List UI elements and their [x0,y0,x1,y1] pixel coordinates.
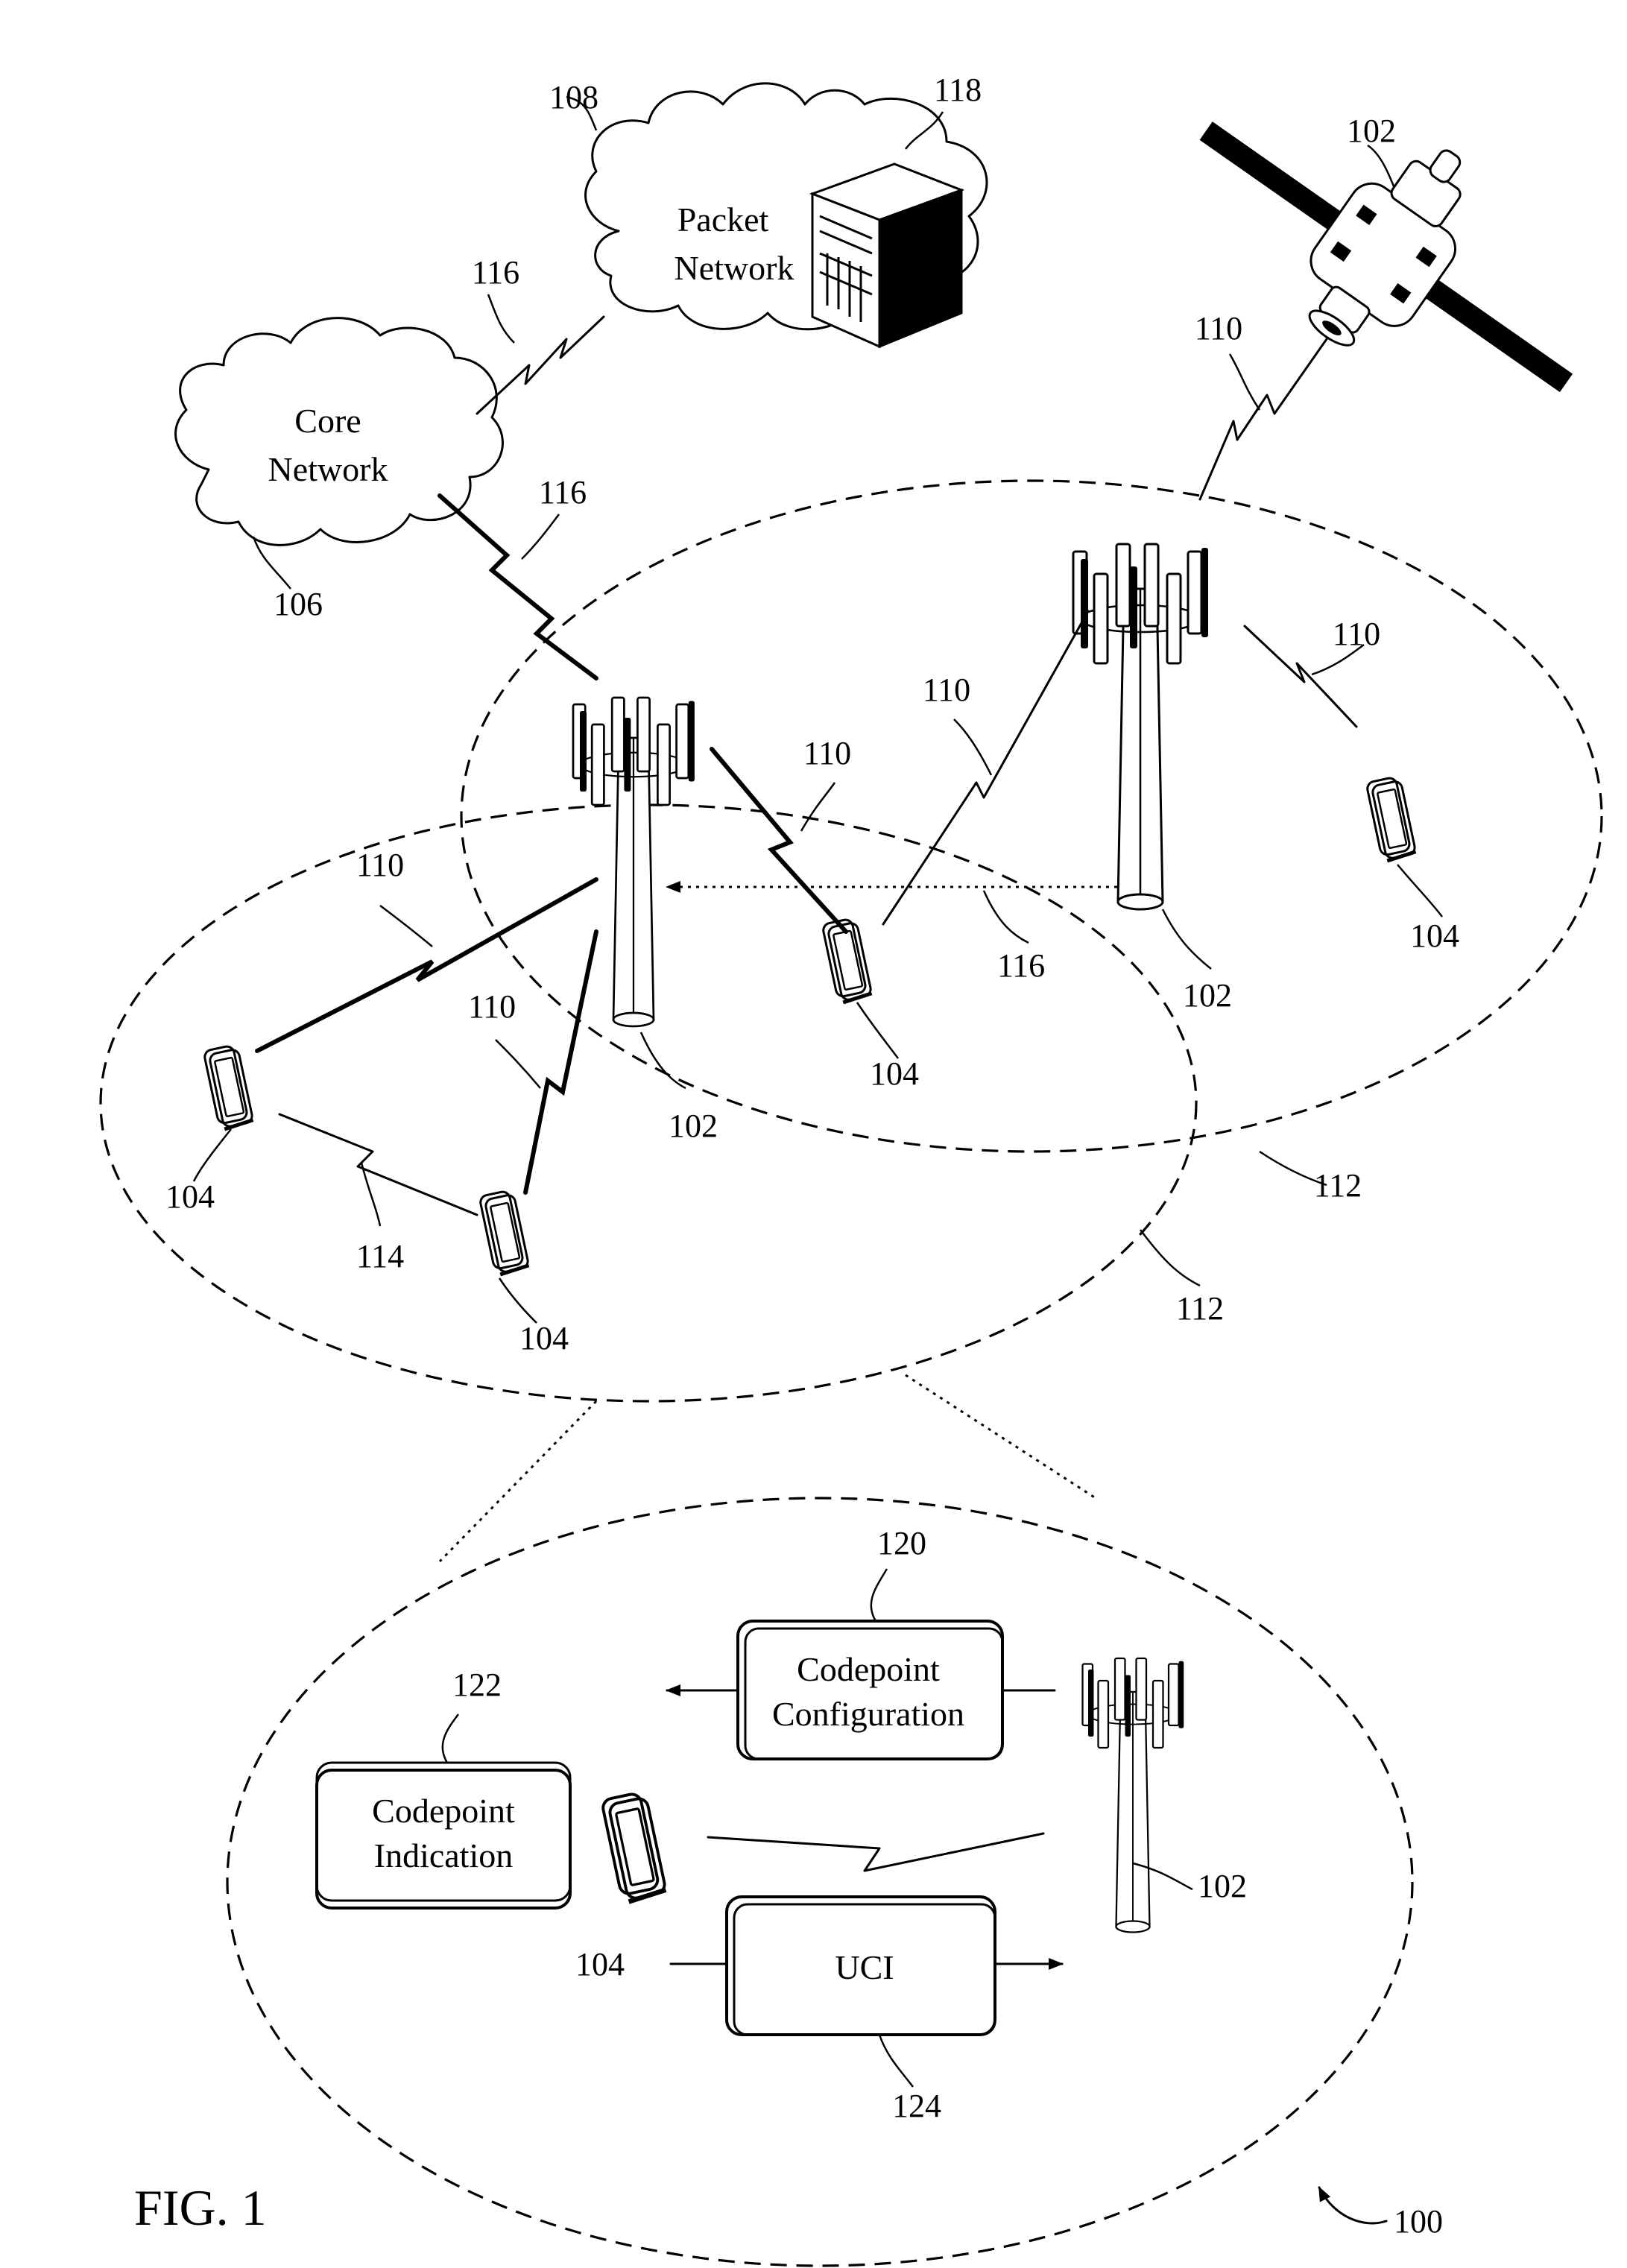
zoom-line-left [438,1400,598,1563]
leader-112-right [1259,1150,1327,1187]
codepoint-indication-line2: Indication [374,1836,514,1874]
ref-104-bottom: 104 [519,1320,569,1356]
ref-112-left: 112 [1176,1290,1224,1327]
sat-link [1198,338,1328,501]
zoom-line-right [905,1374,1096,1500]
ref-110-bottom: 110 [468,988,516,1025]
codepoint-indication-line1: Codepoint [372,1792,515,1830]
ref-118: 118 [934,72,982,108]
ref-110-center-right: 110 [923,672,970,708]
leader-104-right [1397,864,1443,917]
packet-network-cloud: Packet Network [584,82,988,331]
uci-box: UCI [725,1895,996,2036]
backhaul-core-bs [437,493,598,680]
ref-104-center: 104 [870,1055,919,1092]
coverage-area-right [460,479,1603,1153]
leader-110-bottom [495,1039,541,1089]
ref-102-right: 102 [1183,977,1232,1014]
leader-116-c [982,890,1029,944]
core-network-label-line2: Network [268,450,388,488]
leader-122 [441,1713,460,1763]
sidelink [278,1113,478,1216]
ref-116-a: 116 [472,254,519,291]
leader-112-left [1140,1229,1201,1287]
ref-108: 108 [549,79,598,116]
leader-102-left [639,1032,686,1090]
ref-104-right: 104 [1410,917,1459,954]
ue-left [203,1044,253,1130]
packet-network-label-line2: Network [675,249,794,287]
figure-caption: FIG. 1 [134,2179,267,2236]
leader-124 [878,2034,914,2088]
leader-116-b [521,514,560,560]
ue-right [1366,776,1416,862]
leader-114 [360,1162,382,1227]
server-icon [809,162,965,349]
satellite-icon [1199,121,1573,393]
leader-120 [870,1568,888,1622]
core-network-label-line1: Core [294,402,361,440]
uci-label: UCI [835,1948,894,1986]
leader-102-right [1161,909,1212,970]
leader-106 [252,536,291,590]
leader-102-zoom [1132,1862,1193,1891]
leader-110-right [1311,643,1365,676]
leader-108 [566,95,598,131]
core-network-cloud: Core Network [174,317,504,546]
ue-zoom [601,1791,667,1903]
ref-110-left: 110 [356,847,404,883]
ref-114: 114 [356,1238,404,1274]
ue-bottom [479,1190,529,1275]
leader-110-left [379,905,433,947]
ref-104-zoom: 104 [575,1946,625,1983]
codepoint-configuration-line2: Configuration [772,1695,964,1733]
codepoint-configuration-line1: Codepoint [797,1650,940,1688]
codepoint-configuration-box: Codepoint Configuration [736,1620,1004,1760]
ref-116-c: 116 [997,947,1045,984]
leader-104-bottom [498,1277,537,1324]
zoom-area [226,1497,1414,2267]
link-bs-left-ue-bottom [523,929,598,1195]
codepoint-indication-box: Codepoint Indication [315,1761,572,1910]
leader-118 [905,111,944,150]
ref-102-left: 102 [669,1108,718,1144]
ref-116-b: 116 [539,474,587,511]
ref-122: 122 [452,1667,502,1703]
ref-100: 100 [1394,2203,1443,2240]
link-bs-left-ue-center [710,747,848,934]
base-station-right [1072,543,1210,911]
packet-network-label-line1: Packet [677,200,769,239]
zoom-link [707,1832,1045,1872]
base-station-zoom [1081,1657,1185,1933]
leader-110-center-right [953,718,993,776]
ref-124: 124 [892,2088,941,2124]
ref-104-left: 104 [165,1178,215,1215]
leader-110-sat [1228,353,1261,411]
ref-120: 120 [877,1525,926,1561]
link-bs-left-ue-left [255,877,598,1053]
ref-110-right: 110 [1333,616,1380,652]
leader-102-sat [1367,144,1395,187]
link-bs-right-ue-right [1243,625,1358,728]
leader-104-left [192,1128,232,1182]
backhaul-packet-core [476,315,605,415]
leader-104-center [856,1002,899,1059]
ref-112-right: 112 [1314,1167,1362,1204]
link-bs-right-ue-center [882,610,1090,926]
ref-100-arrow [1318,2186,1388,2225]
ref-102-sat: 102 [1347,113,1396,149]
leader-110-center-left [800,782,836,832]
base-station-left [572,696,696,1028]
ref-110-center-left: 110 [803,735,851,771]
ref-110-sat: 110 [1195,310,1242,347]
leader-116-a [487,294,515,344]
ref-106: 106 [274,586,323,622]
ref-102-zoom: 102 [1198,1868,1247,1904]
